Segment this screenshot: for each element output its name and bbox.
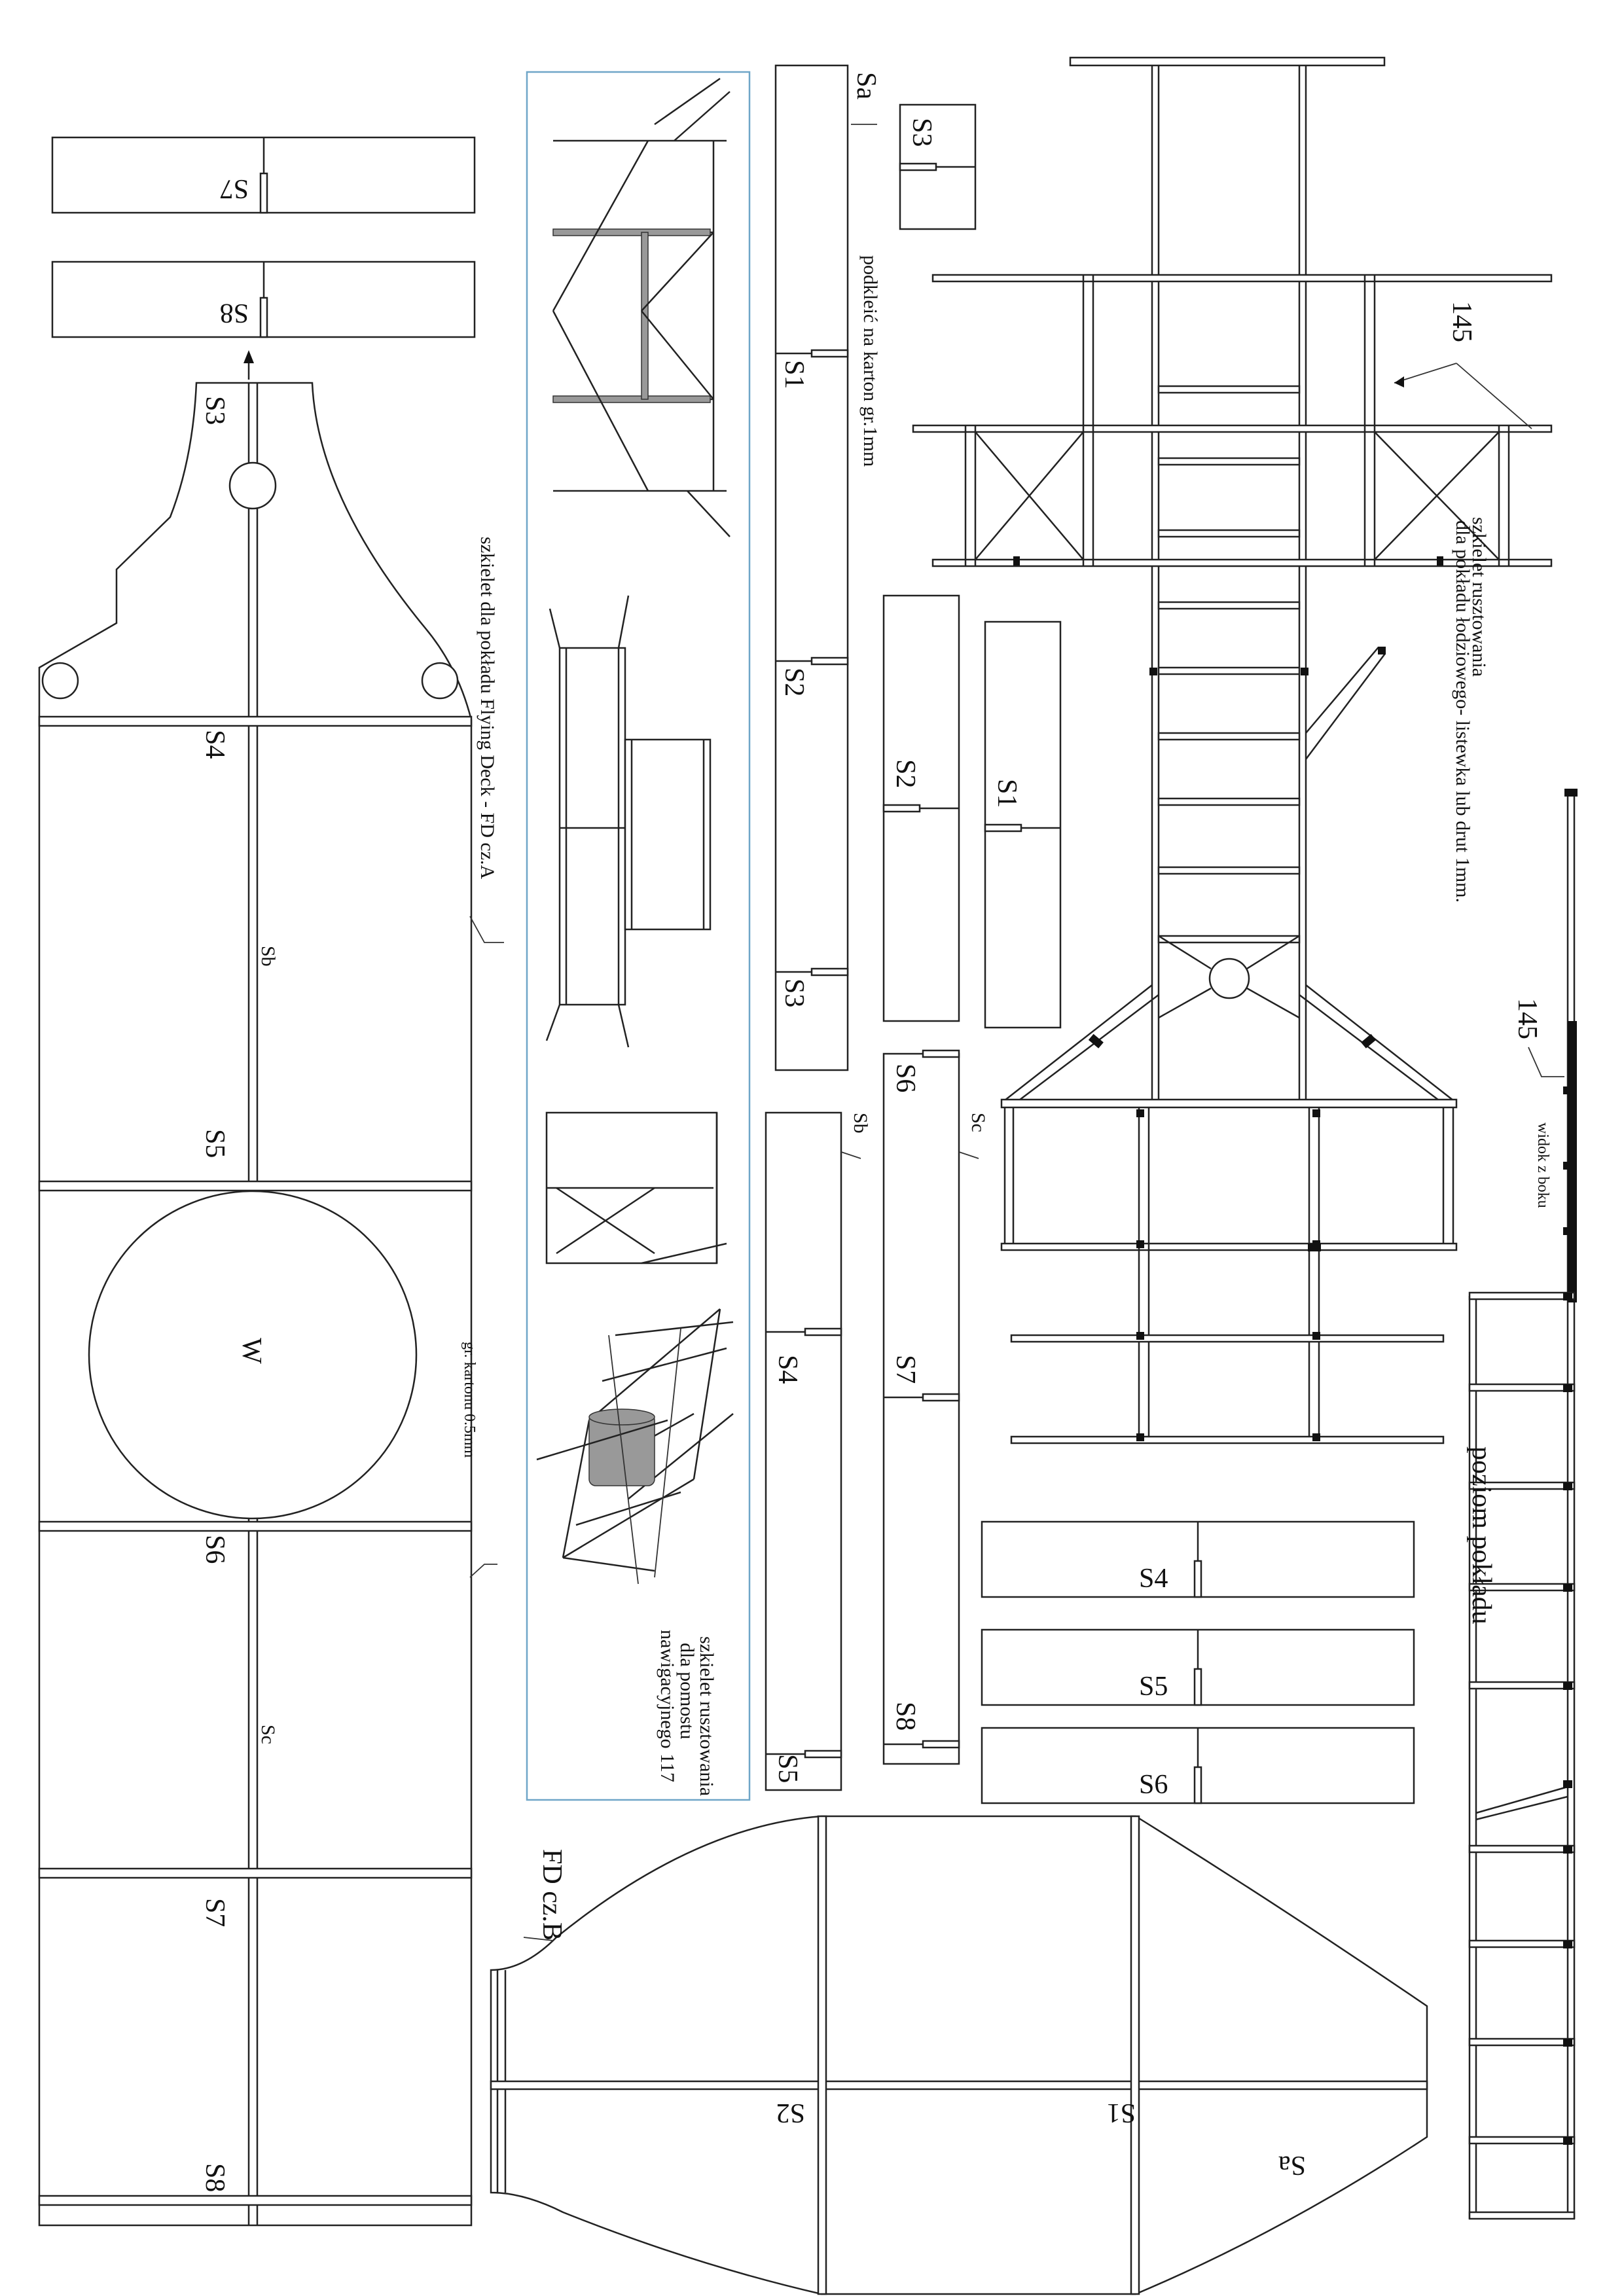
thickness-leader-line bbox=[469, 1564, 497, 1578]
bottom-s6-label: S6 bbox=[1139, 1770, 1168, 1800]
sb-tag: Sb bbox=[850, 1113, 871, 1134]
cardboard-thickness: gr. kartonu 0.5mm bbox=[461, 1342, 478, 1458]
flying-deck-part-b: S2 S1 Sa bbox=[490, 1815, 1428, 2295]
sa-note: podkleić na karton gr.1mm bbox=[859, 255, 881, 467]
sa-slot-s2: S2 bbox=[779, 668, 809, 696]
nav-bridge-3d-render bbox=[536, 1308, 734, 1585]
nav-bridge-top-view bbox=[552, 77, 731, 537]
sa-tag: Sa bbox=[851, 72, 881, 99]
title-leader-line bbox=[469, 916, 504, 943]
fd-a-s6: S6 bbox=[200, 1535, 230, 1564]
small-part-s3: S3 bbox=[899, 103, 977, 230]
small-part-s1: S1 bbox=[984, 620, 1062, 1029]
boat-deck-scaffold bbox=[912, 56, 1553, 1444]
fd-b-sa: Sa bbox=[1278, 2150, 1306, 2180]
small-s3-label: S3 bbox=[907, 118, 937, 147]
fd-a-sb: Sb bbox=[257, 946, 279, 967]
sc-slot-s8: S8 bbox=[890, 1702, 920, 1731]
strip-s7-label: S7 bbox=[220, 173, 249, 204]
ref-145-leader bbox=[1394, 363, 1532, 429]
fd-a-s4: S4 bbox=[200, 730, 230, 759]
boat-deck-caption-1: szkielet rusztowania bbox=[1468, 517, 1490, 677]
side-view-label: widok z boku bbox=[1534, 1122, 1551, 1208]
bottom-part-s6: S6 bbox=[981, 1727, 1415, 1804]
sb-slot-s5: S5 bbox=[772, 1754, 803, 1783]
small-s2-label: S2 bbox=[890, 759, 920, 788]
sc-slot-s7: S7 bbox=[890, 1355, 920, 1384]
nav-caption-3: nawigacyjnego 117 bbox=[657, 1630, 678, 1782]
fd-b-s1: S1 bbox=[1107, 2098, 1136, 2128]
boat-deck-caption-2: dla pokładu łodziowego- listewka lub dru… bbox=[1452, 520, 1473, 903]
fd-a-s8: S8 bbox=[200, 2163, 230, 2192]
small-part-s2: S2 bbox=[882, 594, 960, 1022]
sb-strip: S4 S5 bbox=[765, 1111, 842, 1791]
nav-bridge-side-view bbox=[545, 595, 712, 1048]
fd-a-s7: S7 bbox=[200, 1898, 230, 1927]
flying-deck-part-a: S3 S4 S5 S6 S7 S8 Sb Sc W bbox=[38, 350, 473, 2227]
side-view-ref-145: 145 bbox=[1512, 998, 1542, 1039]
nav-caption-1: szkielet rusztowania bbox=[696, 1636, 717, 1796]
fd-a-s3: S3 bbox=[200, 396, 230, 425]
sb-slot-s4: S4 bbox=[772, 1355, 803, 1384]
small-s1-label: S1 bbox=[992, 779, 1022, 808]
bottom-s5-label: S5 bbox=[1139, 1672, 1168, 1702]
strip-s7: S7 bbox=[51, 136, 476, 214]
sa-strip: S1 S2 S3 bbox=[774, 64, 849, 1071]
bottom-part-s5: S5 bbox=[981, 1628, 1415, 1706]
direction-arrow-icon bbox=[244, 350, 254, 363]
hole-circle bbox=[41, 662, 79, 700]
bottom-part-s4: S4 bbox=[981, 1520, 1415, 1598]
fd-b-title: FD cz.B bbox=[537, 1849, 567, 1941]
fd-a-sc: Sc bbox=[257, 1725, 279, 1744]
bottom-s4-label: S4 bbox=[1139, 1564, 1168, 1594]
deck-level-label: poziom pokładu bbox=[1466, 1446, 1496, 1624]
strip-s8: S8 bbox=[51, 260, 476, 338]
hole-circle bbox=[421, 662, 459, 700]
sa-slot-s1: S1 bbox=[779, 360, 809, 389]
fd-b-s2: S2 bbox=[776, 2098, 805, 2128]
hole-circle bbox=[228, 461, 277, 510]
nav-bridge-frame bbox=[526, 71, 751, 1801]
fd-a-s5: S5 bbox=[200, 1129, 230, 1158]
sc-strip: S6 S7 S8 bbox=[882, 1049, 960, 1765]
flying-deck-title: szkielet dla pokładu Flying Deck - FD cz… bbox=[477, 537, 498, 880]
nav-caption-2: dla pomostu bbox=[676, 1643, 698, 1740]
sc-tag: Sc bbox=[967, 1113, 989, 1132]
strip-s8-label: S8 bbox=[220, 298, 249, 328]
sc-slot-s6: S6 bbox=[890, 1064, 920, 1092]
sa-slot-s3: S3 bbox=[779, 978, 809, 1007]
fd-a-w: W bbox=[236, 1338, 266, 1364]
nav-bridge-front-view bbox=[545, 1111, 727, 1265]
side-view-scaffold bbox=[1468, 789, 1578, 2220]
boat-deck-ref-145: 145 bbox=[1447, 301, 1477, 342]
w-circle bbox=[88, 1190, 418, 1520]
